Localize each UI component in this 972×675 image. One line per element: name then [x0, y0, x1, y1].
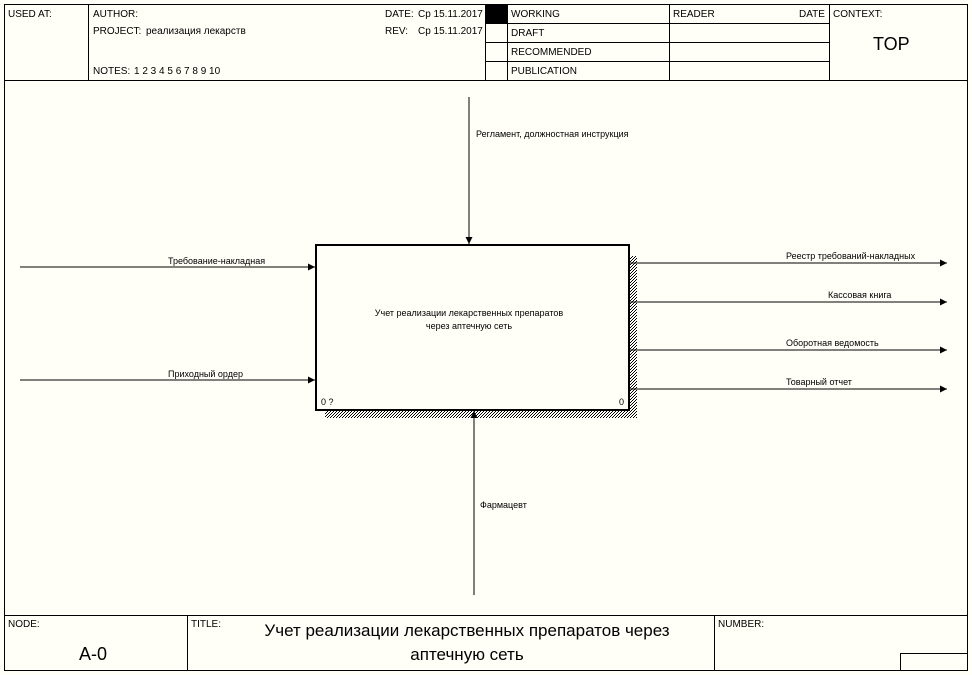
- status-row-divider: [485, 42, 829, 43]
- project-label: PROJECT:: [93, 26, 142, 37]
- working-status-marker: [486, 5, 507, 23]
- notes-label: NOTES:: [93, 66, 131, 77]
- header-divider: [829, 4, 830, 80]
- output-label: Кассовая книга: [828, 290, 891, 300]
- activity-box[interactable]: [315, 244, 630, 411]
- page-number-box: [900, 653, 968, 671]
- status-row-divider: [485, 61, 829, 62]
- box-shadow: [629, 256, 637, 418]
- title-label: TITLE:: [191, 619, 222, 630]
- output-label: Товарный отчет: [786, 377, 852, 387]
- node-value: A-0: [79, 644, 108, 664]
- status-recommended: RECOMMENDED: [511, 47, 592, 58]
- rev-value: Ср 15.11.2017: [418, 26, 483, 37]
- box-shadow: [325, 410, 637, 418]
- used-at-label: USED AT:: [8, 9, 52, 20]
- context-label: CONTEXT:: [833, 9, 883, 20]
- author-label: AUTHOR:: [93, 9, 138, 20]
- input-label: Требование-накладная: [168, 256, 265, 266]
- title-line1: Учет реализации лекарственных препаратов…: [264, 621, 670, 640]
- footer-top-divider: [4, 615, 968, 616]
- diagram-title: Учет реализации лекарственных препаратов…: [220, 619, 714, 667]
- node-label: NODE:: [8, 619, 40, 630]
- input-label: Приходный ордер: [168, 369, 243, 379]
- title-line2: аптечную сеть: [410, 645, 524, 664]
- status-publication: PUBLICATION: [511, 66, 577, 77]
- footer-divider: [187, 615, 188, 671]
- status-draft: DRAFT: [511, 28, 545, 39]
- project-value: реализация лекарств: [146, 26, 246, 37]
- reader-label: READER: [673, 9, 715, 20]
- notes-numbers: 1 2 3 4 5 6 7 8 9 10: [134, 66, 221, 77]
- control-label: Регламент, должностная инструкция: [476, 129, 629, 139]
- activity-number: 0: [619, 397, 624, 407]
- header-bottom-divider: [4, 80, 968, 81]
- status-working: WORKING: [511, 9, 560, 20]
- output-label: Реестр требований-накладных: [786, 251, 916, 261]
- date-value: Ср 15.11.2017: [418, 9, 483, 20]
- header-divider: [88, 4, 89, 80]
- mechanism-label: Фармацевт: [480, 500, 527, 510]
- output-label: Оборотная ведомость: [786, 338, 879, 348]
- activity-cost: 0 ?: [321, 397, 334, 407]
- activity-label-line2: через аптечную сеть: [426, 321, 512, 331]
- activity-label-line1: Учет реализации лекарственных препаратов: [375, 308, 564, 318]
- date-label: DATE:: [385, 9, 414, 20]
- number-label: NUMBER:: [718, 619, 765, 630]
- footer-divider: [714, 615, 715, 671]
- status-row-divider: [485, 23, 829, 24]
- reader-date-label: DATE: [799, 9, 825, 20]
- rev-label: REV:: [385, 26, 408, 37]
- context-value: TOP: [873, 34, 910, 54]
